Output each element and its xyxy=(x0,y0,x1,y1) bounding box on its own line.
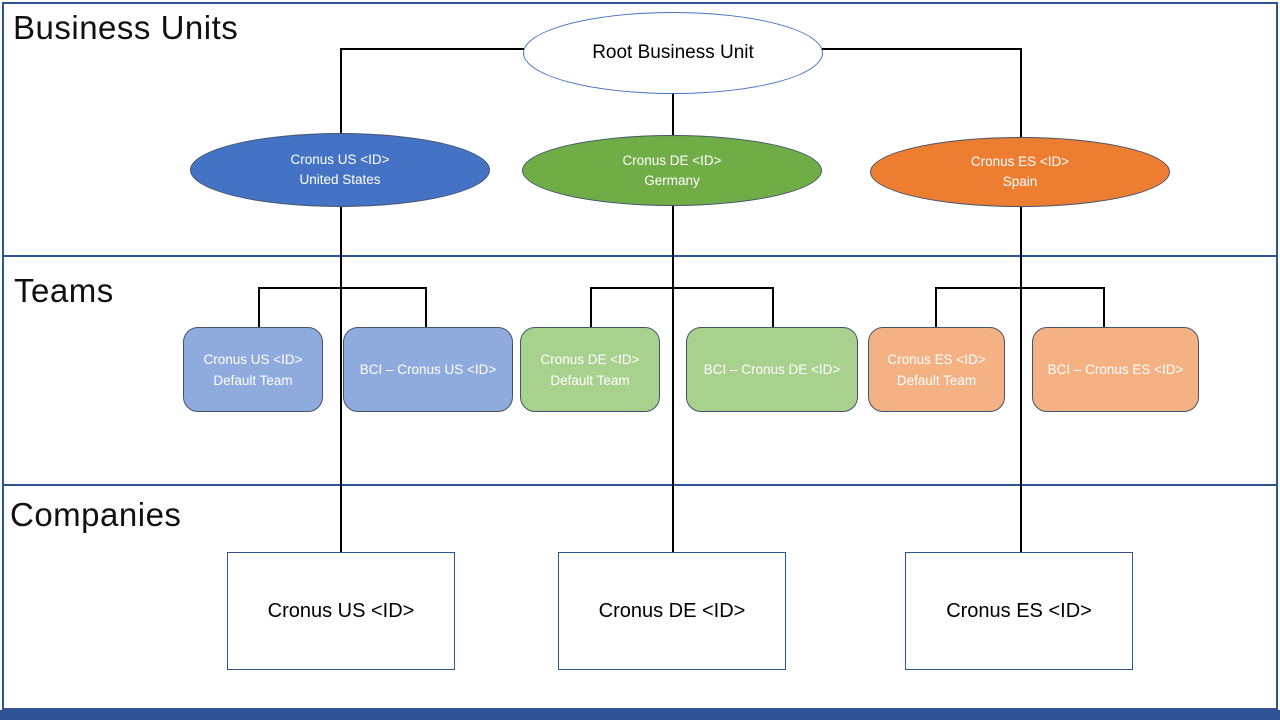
connector-us-teams-horizontal xyxy=(258,287,425,289)
node-root-business-unit: Root Business Unit xyxy=(523,12,823,94)
connector-de-team2-drop xyxy=(772,287,774,327)
connector-es-to-company xyxy=(1020,206,1022,552)
connector-es-team1-drop xyxy=(935,287,937,327)
connector-us-team1-drop xyxy=(258,287,260,327)
connector-root-to-es-vertical xyxy=(1020,48,1022,138)
node-label-line2: Germany xyxy=(644,172,700,188)
section-divider-teams-companies xyxy=(2,484,1278,486)
connector-es-teams-horizontal xyxy=(935,287,1103,289)
connector-us-team2-drop xyxy=(425,287,427,327)
node-label-line2: Default Team xyxy=(213,372,293,388)
node-label-line1: BCI – Cronus DE <ID> xyxy=(703,362,841,377)
section-divider-business-units-teams xyxy=(2,255,1278,257)
node-team-bci-cronus-de: BCI – Cronus DE <ID> xyxy=(686,327,858,412)
section-label-companies: Companies xyxy=(10,496,182,533)
connector-root-to-de-vertical xyxy=(672,93,674,136)
connector-es-team2-drop xyxy=(1103,287,1105,327)
node-company-label: Cronus ES <ID> xyxy=(946,599,1092,622)
node-label-line1: Cronus US <ID> xyxy=(203,351,303,367)
node-label-line2: Spain xyxy=(1002,174,1038,189)
section-label-business-units: Business Units xyxy=(13,9,239,46)
connector-root-to-us-horizontal xyxy=(340,48,524,50)
node-team-cronus-us-default: Cronus US <ID> Default Team xyxy=(183,327,323,412)
section-label-teams: Teams xyxy=(14,272,114,309)
node-team-cronus-es-default: Cronus ES <ID> Default Team xyxy=(868,327,1005,412)
footer-accent-bar xyxy=(0,710,1280,720)
node-label-line2: Default Team xyxy=(550,372,630,388)
node-label-line1: Cronus DE <ID> xyxy=(540,351,640,367)
node-label-line2: United States xyxy=(299,172,381,187)
node-label-line1: Cronus US <ID> xyxy=(290,152,390,167)
connector-de-teams-horizontal xyxy=(590,287,772,289)
node-team-cronus-de-default: Cronus DE <ID> Default Team xyxy=(520,327,660,412)
node-label-line1: Cronus ES <ID> xyxy=(970,154,1070,169)
node-label-line1: BCI – Cronus US <ID> xyxy=(359,362,497,377)
node-business-unit-cronus-us: Cronus US <ID> United States xyxy=(190,133,490,207)
node-label-line2: Default Team xyxy=(896,372,977,388)
node-company-label: Cronus US <ID> xyxy=(267,599,415,622)
node-label-line1: Cronus ES <ID> xyxy=(887,351,986,367)
node-root-business-unit-label: Root Business Unit xyxy=(592,42,754,63)
node-company-cronus-de: Cronus DE <ID> xyxy=(558,552,786,670)
connector-us-to-company xyxy=(340,206,342,552)
node-company-cronus-es: Cronus ES <ID> xyxy=(905,552,1133,670)
node-company-cronus-us: Cronus US <ID> xyxy=(227,552,455,670)
node-label-line1: BCI – Cronus ES <ID> xyxy=(1047,362,1184,377)
connector-de-team1-drop xyxy=(590,287,592,327)
node-company-label: Cronus DE <ID> xyxy=(598,599,746,622)
connector-de-to-company xyxy=(672,205,674,552)
node-team-bci-cronus-es: BCI – Cronus ES <ID> xyxy=(1032,327,1199,412)
node-business-unit-cronus-es: Cronus ES <ID> Spain xyxy=(870,137,1170,207)
connector-root-to-es-horizontal xyxy=(822,48,1021,50)
node-label-line1: Cronus DE <ID> xyxy=(622,152,722,168)
connector-root-to-us-vertical xyxy=(340,48,342,134)
node-team-bci-cronus-us: BCI – Cronus US <ID> xyxy=(343,327,513,412)
node-business-unit-cronus-de: Cronus DE <ID> Germany xyxy=(522,135,822,206)
